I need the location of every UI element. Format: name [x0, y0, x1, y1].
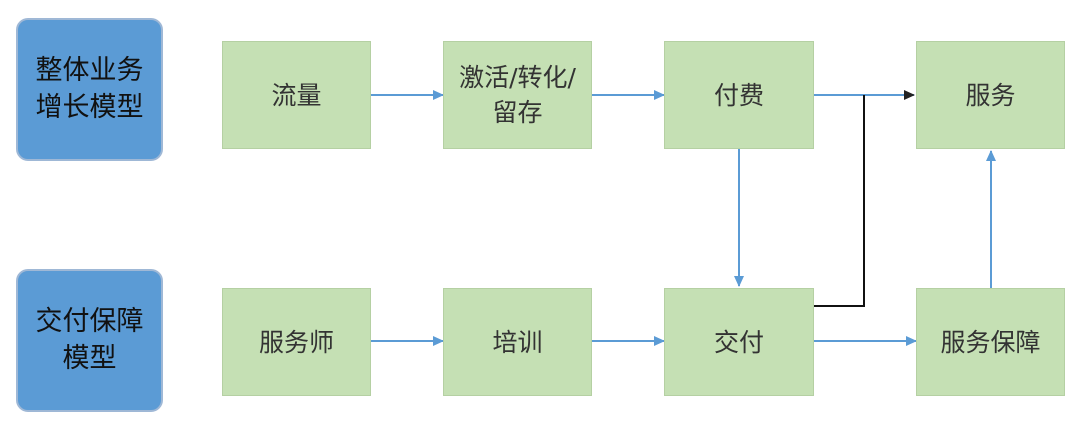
node-training: 培训 [443, 288, 592, 396]
node-payment-label: 付费 [713, 80, 764, 110]
node-service-guarantee-label: 服务保障 [940, 327, 1041, 357]
node-activation: 激活/转化/留存 [443, 41, 592, 149]
node-servicer-label: 服务师 [258, 327, 334, 357]
node-delivery: 交付 [664, 288, 814, 396]
node-servicer: 服务师 [222, 288, 371, 396]
node-service-label: 服务 [965, 80, 1016, 110]
node-traffic-label: 流量 [271, 80, 322, 110]
delivery-model-label: 交付保障模型 [16, 269, 163, 412]
connector-delivery-to-service [814, 95, 865, 307]
growth-model-text: 整体业务增长模型 [35, 55, 144, 123]
delivery-model-text: 交付保障模型 [35, 306, 144, 374]
node-service-guarantee: 服务保障 [916, 288, 1065, 396]
growth-model-label: 整体业务增长模型 [16, 18, 163, 161]
node-traffic: 流量 [222, 41, 371, 149]
node-payment: 付费 [664, 41, 814, 149]
node-service: 服务 [916, 41, 1065, 149]
node-delivery-label: 交付 [713, 327, 764, 357]
node-training-label: 培训 [492, 327, 543, 357]
node-activation-label: 激活/转化/留存 [459, 63, 576, 127]
